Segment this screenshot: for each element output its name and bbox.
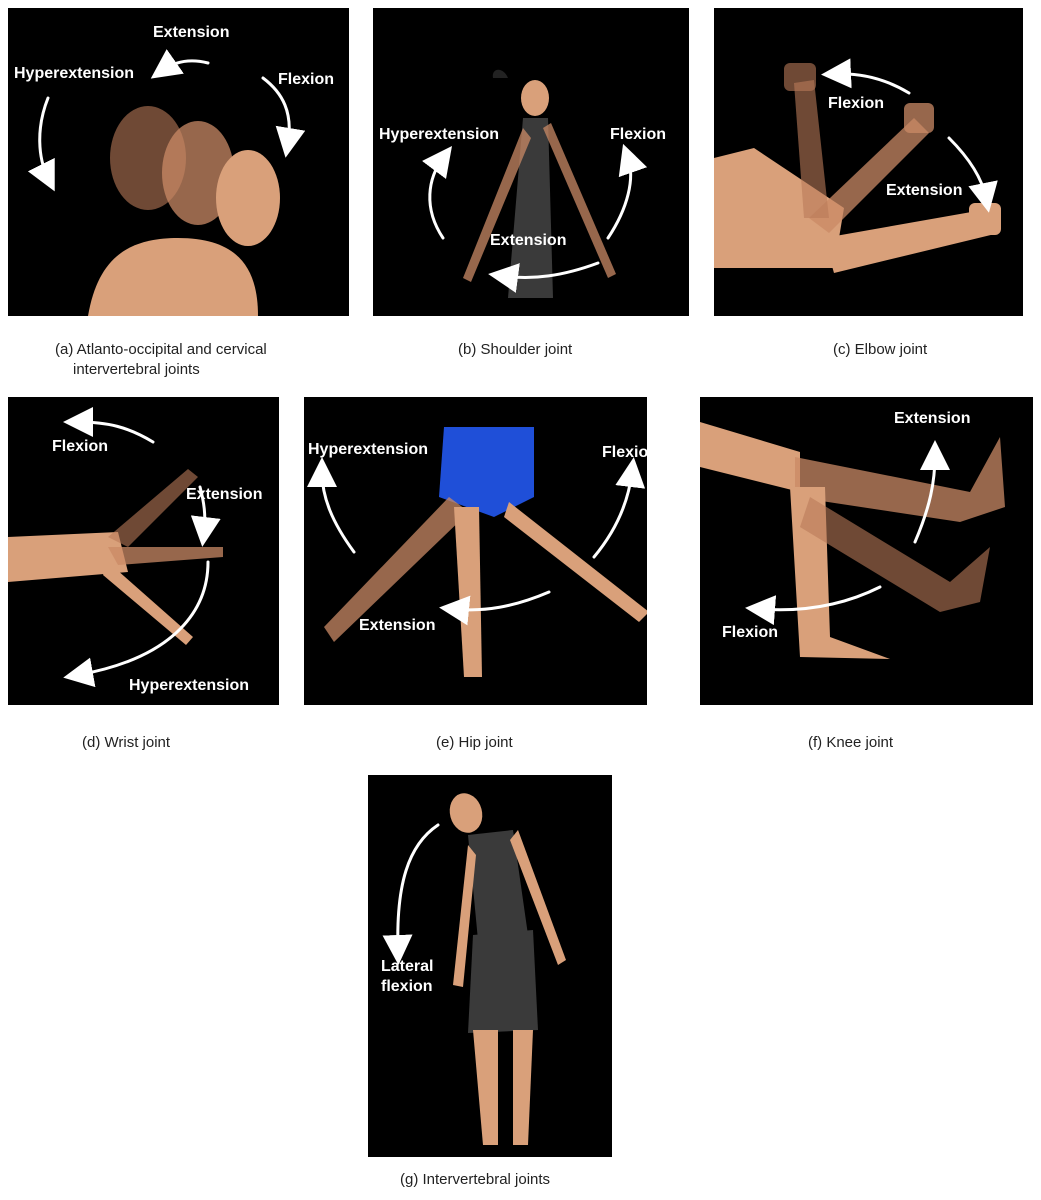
panel-a-atlanto-occipital: Extension Hyperextension Flexion	[8, 8, 349, 316]
knee-motion-photo	[700, 422, 1005, 659]
label-lateral-flexion-line1: Lateral	[381, 958, 434, 975]
caption-g: (g) Intervertebral joints	[400, 1171, 551, 1188]
label-extension: Extension	[153, 24, 230, 41]
label-flexion: Flexion	[52, 438, 109, 455]
elbow-motion-photo	[714, 58, 1001, 273]
panel-d-wrist: Flexion Extension Hyperextension	[8, 397, 279, 705]
label-flexion: Flexion	[278, 71, 335, 88]
lateral-flexion-photo	[382, 793, 566, 1145]
caption-c: (c) Elbow joint	[833, 341, 928, 358]
label-extension: Extension	[359, 617, 436, 634]
label-extension: Extension	[186, 486, 263, 503]
neck-motion-photo	[27, 49, 306, 316]
panel-c-elbow: Flexion Extension	[714, 8, 1023, 316]
wrist-motion-photo	[8, 407, 223, 688]
caption-a-line2: intervertebral joints	[73, 360, 200, 378]
panel-g-intervertebral: Lateral flexion	[368, 775, 612, 1157]
label-hyperextension: Hyperextension	[379, 126, 500, 143]
label-flexion: Flexion	[602, 444, 647, 461]
caption-a: (a) Atlanto-occipital and cervical inter…	[55, 340, 355, 379]
label-flexion: Flexion	[610, 126, 667, 143]
label-hyperextension: Hyperextension	[308, 441, 429, 458]
panel-b-shoulder: Hyperextension Flexion Extension	[373, 8, 689, 316]
label-hyperextension: Hyperextension	[129, 677, 250, 694]
caption-e: (e) Hip joint	[436, 734, 513, 751]
label-lateral-flexion-line2: flexion	[381, 978, 433, 995]
caption-d: (d) Wrist joint	[82, 734, 171, 751]
hip-motion-photo	[307, 427, 647, 677]
panel-e-hip: Hyperextension Flexion Extension	[304, 397, 647, 705]
caption-b: (b) Shoulder joint	[458, 341, 573, 358]
label-extension: Extension	[490, 232, 567, 249]
label-flexion: Flexion	[722, 624, 779, 641]
label-hyperextension: Hyperextension	[14, 65, 135, 82]
label-extension: Extension	[894, 410, 971, 427]
panel-f-knee: Extension Flexion	[700, 397, 1033, 705]
shoulder-motion-photo	[422, 69, 648, 298]
caption-f: (f) Knee joint	[808, 734, 894, 751]
label-extension: Extension	[886, 182, 963, 199]
caption-a-line1: (a) Atlanto-occipital and cervical	[55, 341, 267, 358]
label-flexion: Flexion	[828, 95, 885, 112]
